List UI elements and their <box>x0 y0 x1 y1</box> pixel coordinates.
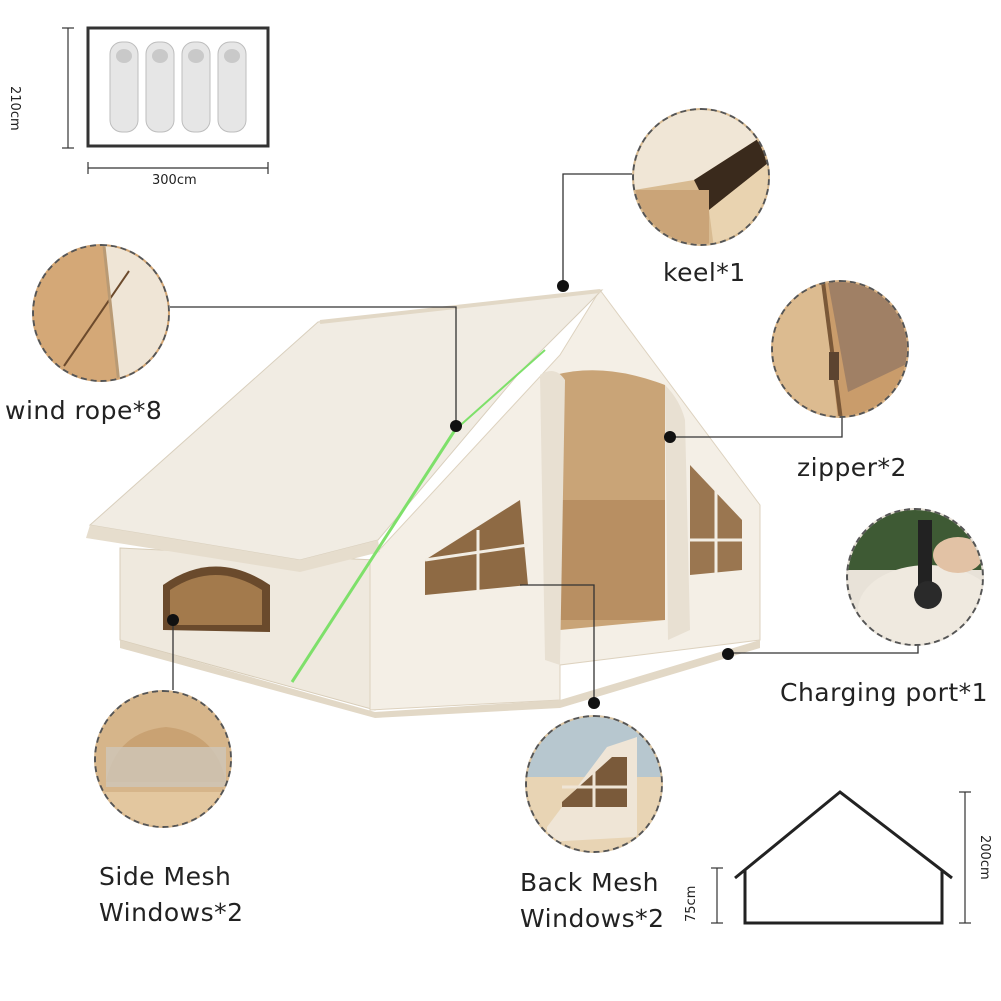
tent-profile-drawing <box>711 790 971 925</box>
profile-height-label: 200cm <box>977 835 992 880</box>
side-mesh-detail-photo <box>94 690 232 828</box>
profile-wall-label: 75cm <box>684 885 699 922</box>
keel-marker <box>557 280 569 292</box>
back-mesh-label-line2: Windows*2 <box>520 904 665 933</box>
wind-rope-marker <box>450 420 462 432</box>
back-mesh-label-line1: Back Mesh <box>520 868 659 897</box>
floor-plan <box>40 20 280 190</box>
floor-width-label: 300cm <box>152 173 197 188</box>
charging-port-marker <box>722 648 734 660</box>
back-mesh-marker <box>588 697 600 709</box>
keel-label: keel*1 <box>663 258 746 287</box>
keel-detail-photo <box>632 108 770 246</box>
side-mesh-label-line1: Side Mesh <box>99 862 232 891</box>
zipper-label: zipper*2 <box>797 453 907 482</box>
side-mesh-marker <box>167 614 179 626</box>
wind-rope-label: wind rope*8 <box>5 396 163 425</box>
charging-port-detail-photo <box>846 508 984 646</box>
zipper-marker <box>664 431 676 443</box>
floor-plan-drawing <box>62 26 270 174</box>
side-mesh-label-line2: Windows*2 <box>99 898 244 927</box>
charging-port-label: Charging port*1 <box>780 678 989 707</box>
zipper-detail-photo <box>771 280 909 418</box>
back-mesh-detail-photo <box>525 715 663 853</box>
wind-rope-detail-photo <box>32 244 170 382</box>
